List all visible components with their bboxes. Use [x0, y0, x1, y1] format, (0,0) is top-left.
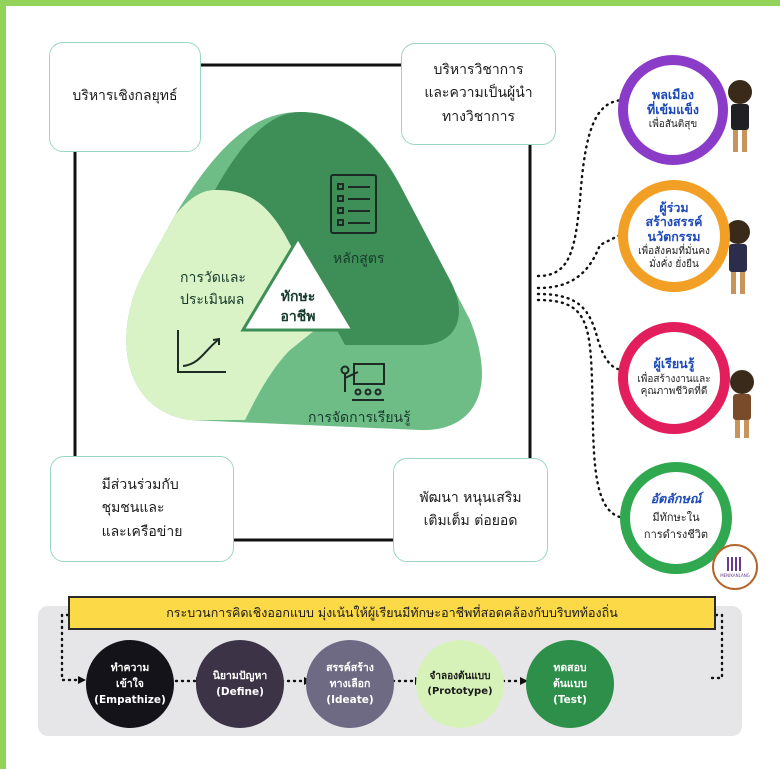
top-accent-border — [0, 0, 780, 6]
badge-citizen: พลเมือง ที่เข้มแข็ง เพื่อสันติสุข — [618, 55, 728, 165]
badge-learner: ผู้เรียนรู้ เพื่อสร้างงานและ คุณภาพชีวิต… — [618, 322, 730, 434]
center-triangle — [240, 235, 356, 332]
step-ideate-label: สรรค์สร้าง ทางเลือก (Ideate) — [326, 661, 374, 707]
teacher-icon — [340, 363, 385, 401]
step-define-label: นิยามปัญหา (Define) — [212, 669, 268, 698]
design-thinking-banner: กระบวนการคิดเชิงออกแบบ มุ่งเน้นให้ผู้เรี… — [68, 596, 716, 630]
step-test: ทดสอบ ต้นแบบ (Test) — [526, 640, 614, 728]
badge-learner-sub: เพื่อสร้างงานและ คุณภาพชีวิตที่ดี — [637, 373, 711, 398]
badge-identity-title: อัตลักษณ์ — [650, 491, 702, 507]
step-empathize-label: ทำความ เข้าใจ (Empathize) — [94, 661, 166, 707]
corner-community-label: มีส่วนร่วมกับ ชุมชนและ และเครือข่าย — [101, 477, 183, 540]
badge-citizen-sub: เพื่อสันติสุข — [648, 119, 698, 131]
assessment-label: การวัดและ ประเมินผล — [180, 270, 246, 308]
step-empathize: ทำความ เข้าใจ (Empathize) — [86, 640, 174, 728]
step-prototype-label: จำลองต้นแบบ (Prototype) — [427, 670, 493, 698]
logo-text: MENIKANLANG — [720, 572, 750, 578]
curriculum-label: หลักสูตร — [333, 251, 385, 267]
corner-box-community: มีส่วนร่วมกับ ชุมชนและ และเครือข่าย — [50, 456, 234, 562]
corner-box-develop: พัฒนา หนุนเสริม เติมเต็ม ต่อยอด — [393, 458, 548, 562]
step-define: นิยามปัญหา (Define) — [196, 640, 284, 728]
corner-box-academic: บริหารวิชาการ และความเป็นผู้นำ ทางวิชากา… — [401, 43, 556, 145]
step-prototype: จำลองต้นแบบ (Prototype) — [416, 640, 504, 728]
corner-box-strategic: บริหารเชิงกลยุทธ์ — [49, 42, 201, 152]
badge-learner-title: ผู้เรียนรู้ — [653, 356, 695, 372]
badge-citizen-title: พลเมือง ที่เข้มแข็ง — [646, 87, 699, 117]
character-figure-3 — [730, 370, 754, 438]
frame-square — [73, 63, 532, 542]
checklist-icon — [330, 174, 377, 234]
corner-develop-label: พัฒนา หนุนเสริม เติมเต็ม ต่อยอด — [419, 489, 522, 529]
badge-connectors — [536, 98, 627, 520]
triangle-curriculum-segment — [215, 112, 459, 345]
banner-text: กระบวนการคิดเชิงออกแบบ มุ่งเน้นให้ผู้เรี… — [166, 605, 618, 620]
learning-label: การจัดการเรียนรู้ — [308, 410, 411, 426]
character-figure-1 — [728, 80, 752, 152]
badge-identity: อัตลักษณ์ มีทักษะใน การดำรงชีวิต — [620, 462, 732, 574]
step-ideate: สรรค์สร้าง ทางเลือก (Ideate) — [306, 640, 394, 728]
badge-innovator-title: ผู้ร่วม สร้างสรรค์ นวัตกรรม — [645, 199, 703, 244]
process-connectors — [60, 613, 724, 683]
center-skill-label: ทักษะ อาชีพ — [280, 289, 316, 326]
badge-innovator-sub: เพื่อสังคมที่มั่นคง มั่งคั่ง ยั่งยืน — [638, 246, 710, 270]
growth-chart-icon — [177, 330, 226, 373]
logo-emblem-icon — [727, 556, 743, 571]
school-logo: MENIKANLANG — [712, 544, 758, 590]
badge-identity-sub: มีทักษะใน การดำรงชีวิต — [643, 510, 709, 542]
left-accent-border — [0, 0, 6, 769]
corner-strategic-label: บริหารเชิงกลยุทธ์ — [72, 88, 178, 105]
step-test-label: ทดสอบ ต้นแบบ (Test) — [552, 661, 588, 707]
badge-innovator: ผู้ร่วม สร้างสรรค์ นวัตกรรม เพื่อสังคมที… — [618, 180, 730, 292]
character-figure-2 — [726, 220, 750, 294]
corner-academic-label: บริหารวิชาการ และความเป็นผู้นำ ทางวิชากา… — [424, 62, 533, 125]
